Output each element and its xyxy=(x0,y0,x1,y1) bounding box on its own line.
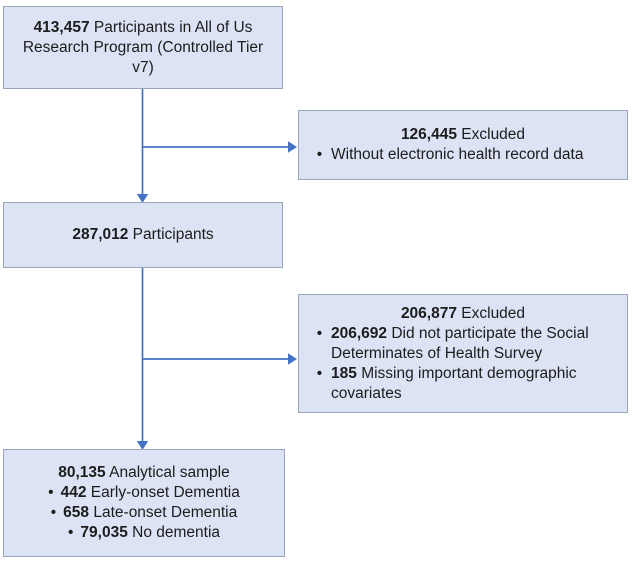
arrowhead-right-1 xyxy=(288,141,297,153)
excluded2-bullet-text-1: 206,692 Did not participate the Social D… xyxy=(331,324,618,364)
excluded1-label: Excluded xyxy=(461,126,526,143)
box-excluded-survey: 206,877 Excluded • 206,692 Did not parti… xyxy=(298,294,628,413)
excluded2-bullet-count-2: 185 xyxy=(331,364,357,382)
bullet-icon: • xyxy=(316,146,323,163)
total-participants-count: 413,457 xyxy=(33,18,90,36)
excluded2-bullet-count-1: 206,692 xyxy=(331,324,388,342)
box-excluded-no-ehr: 126,445 Excluded • Without electronic he… xyxy=(298,110,628,180)
excluded2-bullet-text-2: 185 Missing important demographic covari… xyxy=(331,364,618,404)
total-participants-label: Participants in All of Us Research Progr… xyxy=(22,18,264,76)
final-bullet-count-1: 442 xyxy=(60,484,87,501)
excluded2-bullet-label-1: Did not participate the Social Determina… xyxy=(331,324,589,362)
box-participants-with-ehr: 287,012 Participants xyxy=(3,202,283,268)
final-bullet-label-3: No dementia xyxy=(132,524,221,541)
excluded2-bullet-row-1: • 206,692 Did not participate the Social… xyxy=(308,324,618,364)
box-total-participants: 413,457 Participants in All of Us Resear… xyxy=(3,6,283,89)
final-bullet-count-3: 79,035 xyxy=(80,524,128,541)
box-analytical-sample: 80,135 Analytical sample •442 Early-onse… xyxy=(3,449,285,557)
excluded2-label: Excluded xyxy=(461,304,526,322)
final-bullet-label-2: Late-onset Dementia xyxy=(93,504,238,521)
middle-participants-count: 287,012 xyxy=(72,226,129,243)
excluded1-bullet-row: • Without electronic health record data xyxy=(308,145,618,165)
bullet-icon: • xyxy=(316,364,323,382)
final-bullet-label-1: Early-onset Dementia xyxy=(90,484,240,501)
bullet-icon: • xyxy=(48,484,54,501)
excluded2-bullet-row-2: • 185 Missing important demographic cova… xyxy=(308,364,618,404)
total-participants-text: 413,457 Participants in All of Us Resear… xyxy=(20,18,266,78)
final-bullet-row-3: • 79,035 No dementia xyxy=(16,523,272,543)
excluded1-count: 126,445 xyxy=(400,126,457,143)
excluded2-count: 206,877 xyxy=(400,304,457,322)
final-heading: 80,135 Analytical sample xyxy=(16,463,272,483)
bullet-icon: • xyxy=(67,524,74,541)
middle-participants-text: 287,012 Participants xyxy=(18,225,268,245)
final-bullet-count-2: 658 xyxy=(63,504,90,521)
excluded1-heading: 126,445 Excluded xyxy=(308,125,618,145)
middle-participants-label: Participants xyxy=(132,226,214,243)
final-count: 80,135 xyxy=(58,464,106,481)
bullet-icon: • xyxy=(50,504,57,521)
excluded2-bullet-label-2: Missing important demographic covariates xyxy=(331,364,577,402)
final-bullet-row-1: • 442 Early-onset Dementia xyxy=(16,483,272,503)
excluded1-bullet-text: Without electronic health record data xyxy=(331,146,584,163)
arrowhead-right-2 xyxy=(288,353,297,365)
bullet-icon: • xyxy=(316,324,323,342)
final-bullet-row-2: • 658 Late-onset Dementia xyxy=(16,503,272,523)
excluded2-heading: 206,877 Excluded xyxy=(308,304,618,324)
final-label: Analytical sample xyxy=(109,464,230,481)
